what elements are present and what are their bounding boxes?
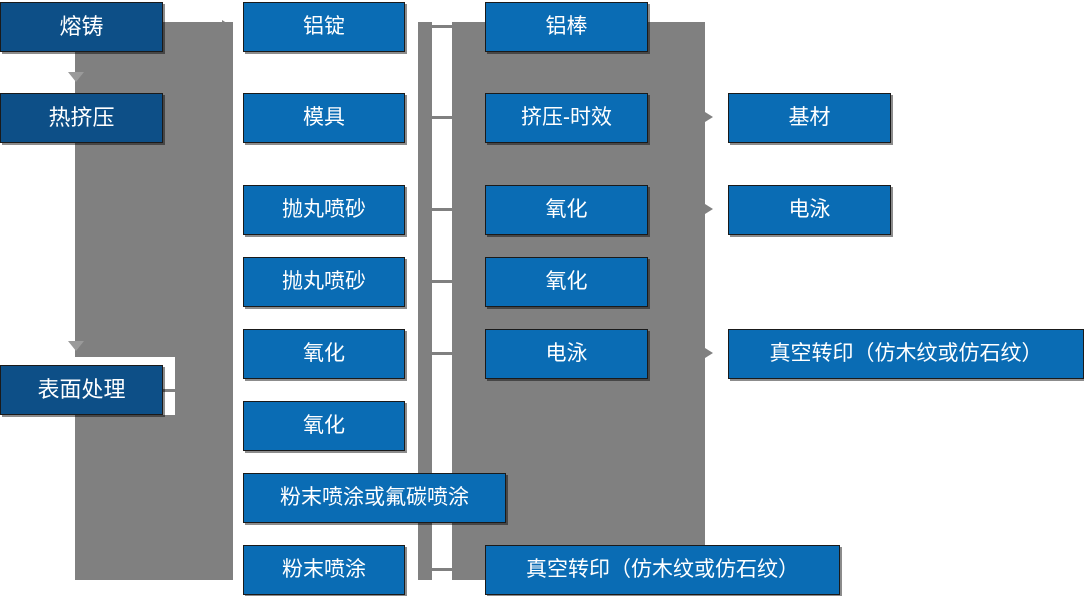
connector-tick-7: [432, 568, 452, 571]
node-mat-oxidize-2[interactable]: 氧化: [243, 401, 405, 451]
arrow-to-mat-ingot: [222, 20, 233, 34]
label-proc-oxidize-2: 氧化: [545, 270, 588, 294]
label-proc-vacuum-transfer: 真空转印（仿木纹或仿石纹）: [526, 558, 799, 582]
stage-label-surface-treatment: 表面处理: [37, 376, 126, 402]
label-mat-shotblast-1: 抛丸喷砂: [282, 198, 366, 222]
arrow-to-mat-shotblast-2: [222, 275, 233, 289]
arrow-to-mat-oxidize-2: [222, 419, 233, 433]
connector-tick-2: [432, 116, 452, 119]
arrow-to-mat-die: [222, 111, 233, 125]
node-proc-oxidize-2[interactable]: 氧化: [485, 257, 648, 307]
node-out-substrate[interactable]: 基材: [728, 93, 891, 143]
label-mat-powder-coating: 粉末喷涂: [282, 558, 366, 582]
stage-box-surface-treatment[interactable]: 表面处理: [0, 365, 163, 415]
connector-tick-5: [432, 352, 452, 355]
label-mat-ingot: 铝锭: [303, 15, 345, 39]
arrow-to-mat-powder: [222, 563, 233, 577]
connector-tick-3: [432, 208, 452, 211]
node-mat-oxidize-1[interactable]: 氧化: [243, 329, 405, 379]
node-mat-shotblast-1[interactable]: 抛丸喷砂: [243, 185, 405, 235]
connector-rail-middle: [418, 22, 432, 580]
connector-tick-1: [432, 25, 452, 28]
label-mat-powder-fluorocarbon: 粉末喷涂或氟碳喷涂: [280, 486, 469, 510]
label-out-substrate: 基材: [788, 106, 831, 130]
arrow-to-out-substrate: [705, 112, 713, 122]
arrow-line-out-vacuum: [697, 351, 707, 354]
label-proc-extrusion-aging: 挤压-时效: [521, 106, 612, 130]
arrow-to-mat-shotblast-1: [222, 203, 233, 217]
stage-box-casting[interactable]: 熔铸: [0, 2, 163, 52]
label-out-vacuum-transfer: 真空转印（仿木纹或仿石纹）: [769, 342, 1043, 366]
stage-box-extrusion[interactable]: 热挤压: [0, 93, 163, 143]
label-proc-oxidize-1: 氧化: [545, 198, 588, 222]
node-mat-powder-fluorocarbon[interactable]: 粉末喷涂或氟碳喷涂: [243, 473, 506, 523]
node-out-vacuum-transfer[interactable]: 真空转印（仿木纹或仿石纹）: [728, 329, 1084, 379]
label-mat-shotblast-2: 抛丸喷砂: [282, 270, 366, 294]
node-proc-oxidize-1[interactable]: 氧化: [485, 185, 648, 235]
arrow-to-out-vacuum: [705, 348, 713, 358]
label-mat-die: 模具: [303, 106, 345, 130]
arrow-to-mat-powder-fluoro: [222, 492, 233, 506]
label-mat-oxidize-1: 氧化: [303, 342, 345, 366]
label-mat-oxidize-2: 氧化: [303, 414, 345, 438]
node-proc-vacuum-transfer[interactable]: 真空转印（仿木纹或仿石纹）: [485, 545, 840, 595]
label-proc-aluminum-bar: 铝棒: [545, 15, 588, 39]
arrow-to-mat-oxidize-1: [222, 347, 233, 361]
node-mat-ingot[interactable]: 铝锭: [243, 2, 405, 52]
arrow-line-out-electro: [697, 207, 707, 210]
node-mat-shotblast-2[interactable]: 抛丸喷砂: [243, 257, 405, 307]
node-proc-extrusion-aging[interactable]: 挤压-时效: [485, 93, 648, 143]
node-mat-powder-coating[interactable]: 粉末喷涂: [243, 545, 405, 595]
stage-label-casting: 熔铸: [59, 13, 104, 39]
node-proc-aluminum-bar[interactable]: 铝棒: [485, 2, 648, 52]
node-proc-electrophoresis[interactable]: 电泳: [485, 329, 648, 379]
chevron-down-icon-surface: [68, 341, 84, 351]
arrow-to-out-electro: [705, 204, 713, 214]
label-proc-electrophoresis: 电泳: [545, 342, 588, 366]
connector-stub-surface: [163, 389, 187, 392]
label-out-electrophoresis: 电泳: [788, 198, 831, 222]
stage-label-extrusion: 热挤压: [48, 104, 115, 130]
node-mat-die[interactable]: 模具: [243, 93, 405, 143]
chevron-down-icon-casting: [68, 72, 84, 82]
arrow-line-out-substrate: [697, 115, 707, 118]
connector-tick-4: [432, 280, 452, 283]
node-out-electrophoresis[interactable]: 电泳: [728, 185, 891, 235]
